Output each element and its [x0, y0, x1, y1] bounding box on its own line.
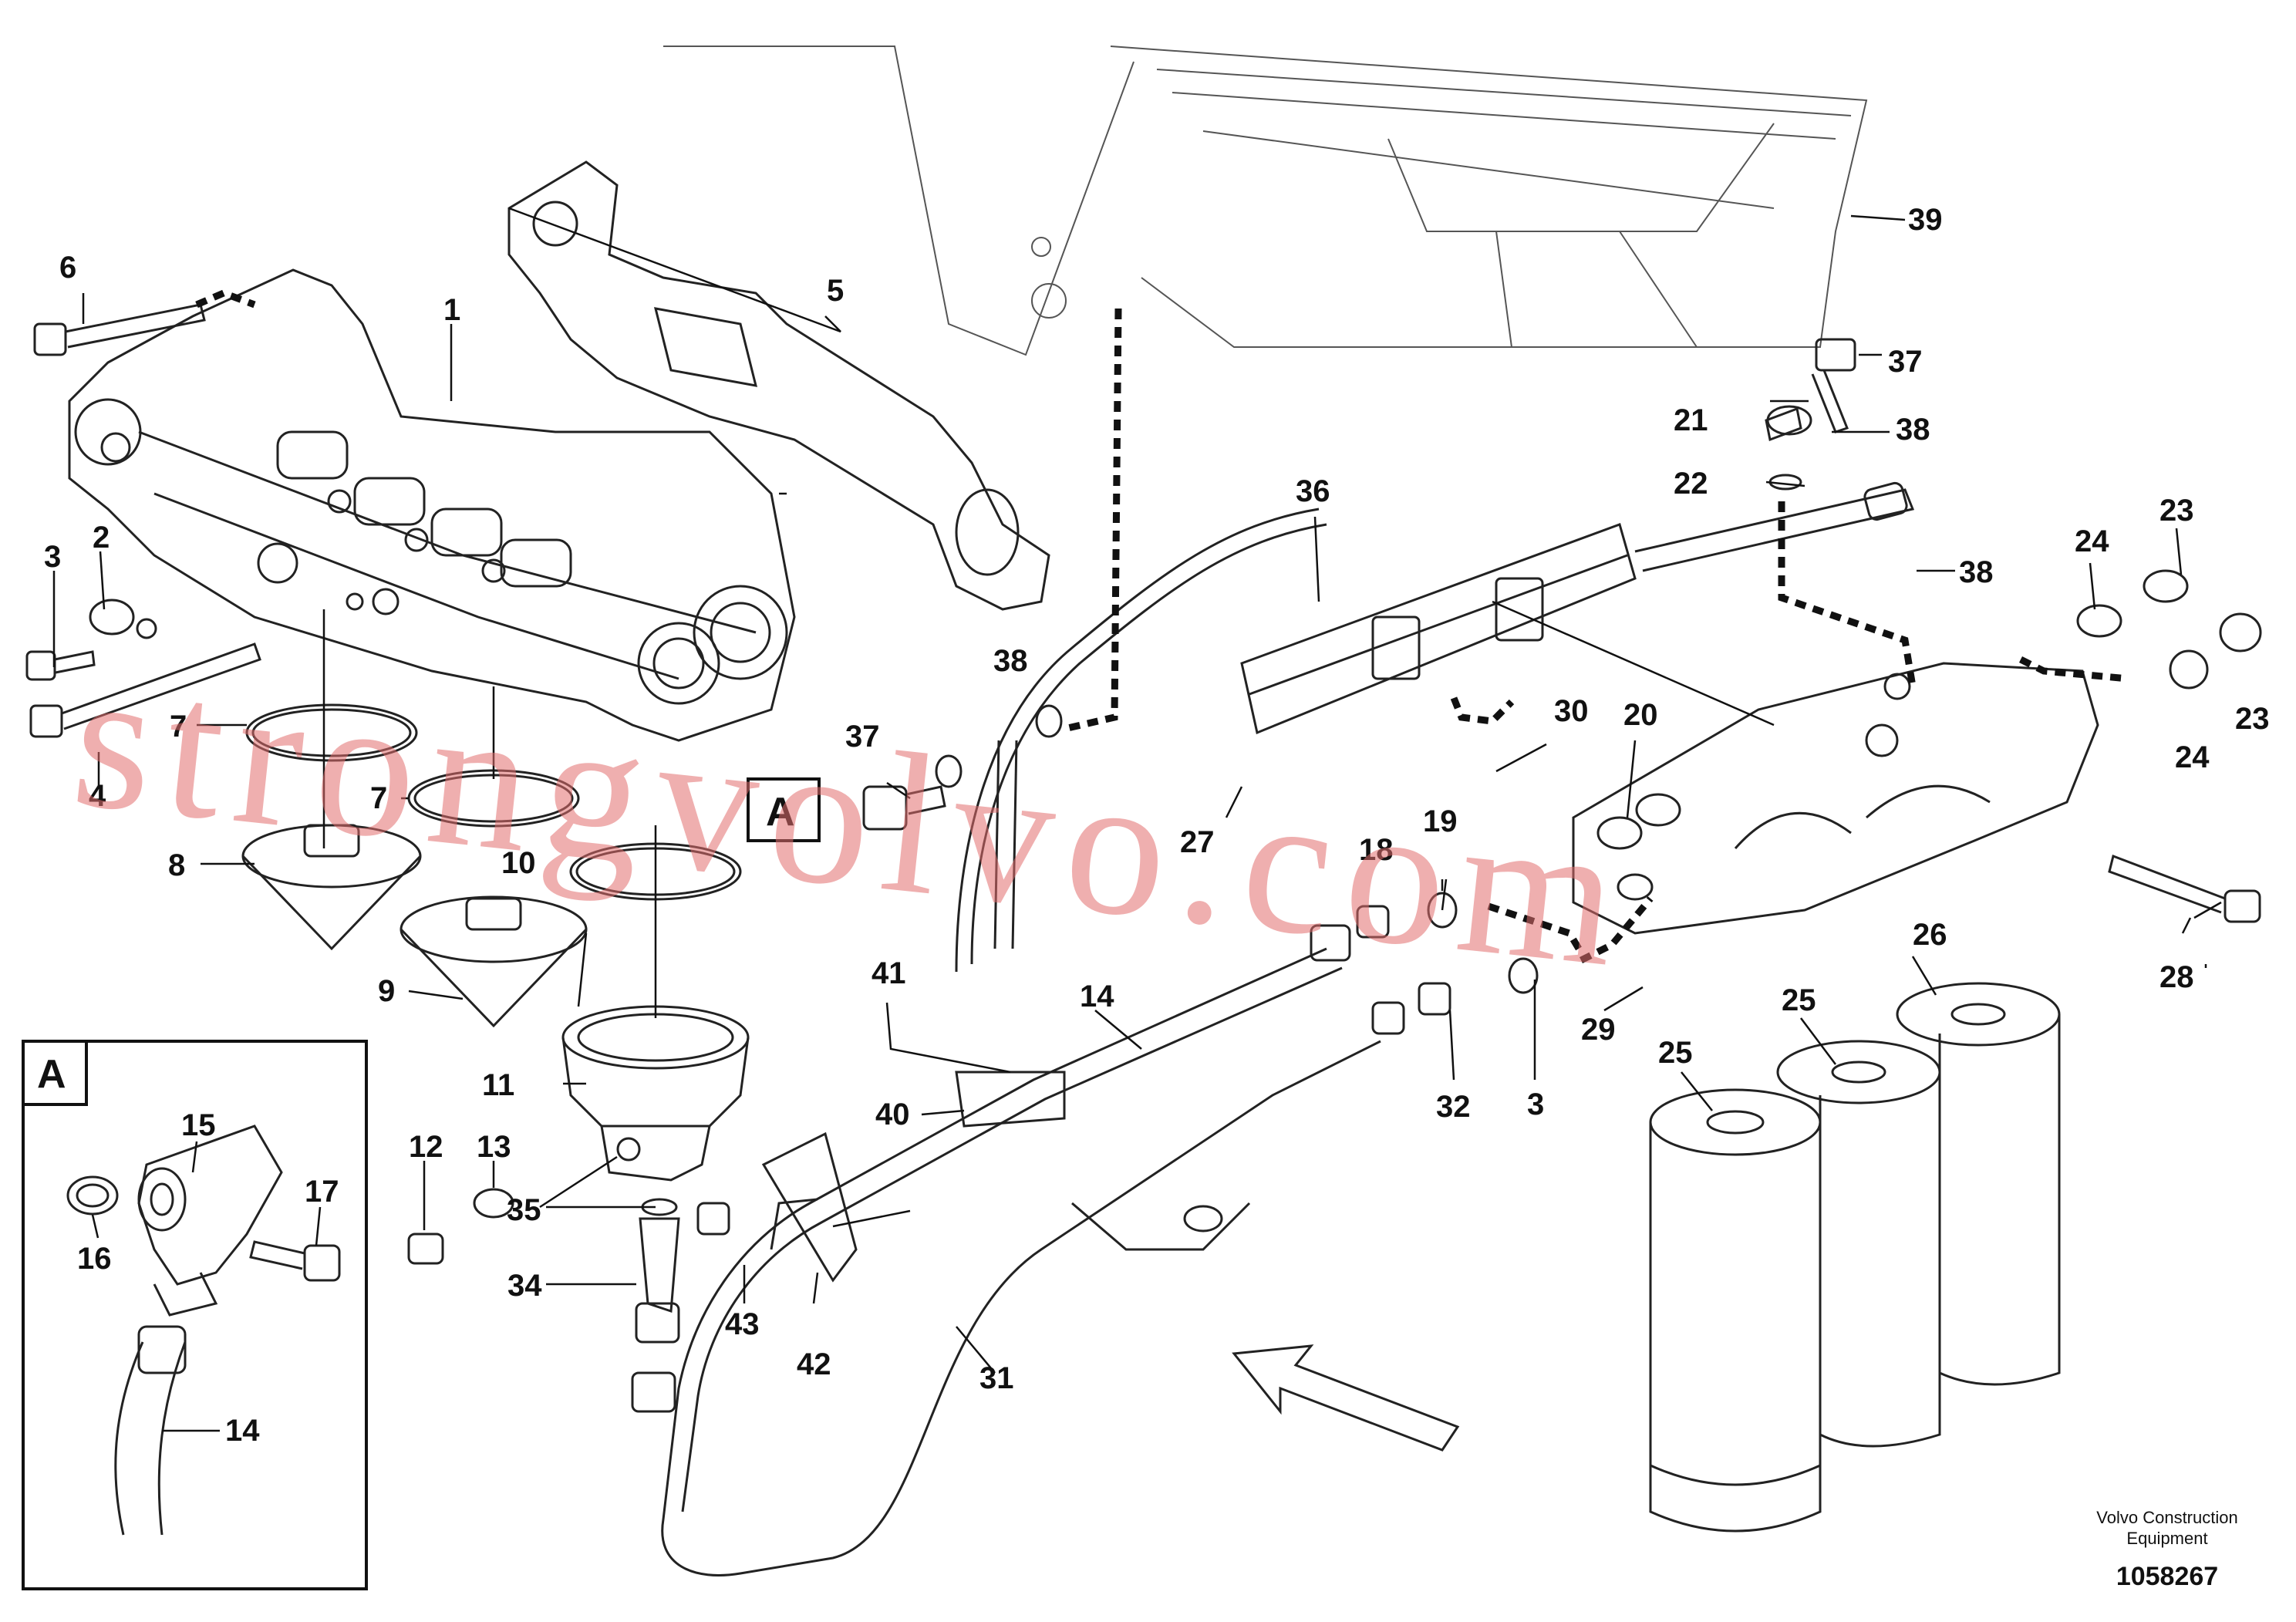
dashed-connectors: [195, 289, 2129, 964]
callout: 32: [1436, 1090, 1471, 1124]
callout: 37: [1888, 345, 1923, 379]
callout: 22: [1674, 467, 1708, 501]
callout: 8: [168, 848, 185, 882]
callout: 13: [477, 1130, 511, 1164]
callout: 16: [77, 1242, 112, 1276]
callout: 39: [1908, 203, 1943, 237]
callout: 29: [1581, 1013, 1616, 1047]
callout: 7: [170, 710, 187, 744]
callout: 2: [93, 521, 110, 555]
callout: 30: [1554, 694, 1589, 728]
callout: 25: [1782, 983, 1816, 1017]
upper-right-small-parts: [1765, 338, 2262, 923]
callout: 38: [993, 644, 1028, 678]
callout: 27: [1180, 825, 1215, 859]
callout: 7: [370, 781, 387, 815]
callout: 11: [482, 1068, 514, 1102]
hose-31-and-fittings: [631, 892, 1539, 1576]
callout: 14: [1080, 980, 1114, 1013]
leader-lines: [52, 207, 2222, 1374]
callout: 4: [89, 779, 106, 813]
title-block: Volvo Construction Equipment 1058267: [2096, 1508, 2237, 1591]
callout: 26: [1913, 918, 1947, 952]
callout: 25: [1658, 1036, 1693, 1070]
callout: 3: [1527, 1088, 1544, 1121]
callout: 3: [44, 540, 61, 574]
callout: 15: [181, 1108, 216, 1142]
callout: 21: [1674, 403, 1708, 437]
callout-labels: 6 1 5 39 37 21 38 22 36 23 24 3 2 38 38 …: [44, 203, 2270, 1448]
callout: 14: [225, 1414, 260, 1448]
callout: 37: [845, 720, 880, 754]
detail-title: A: [37, 1052, 66, 1097]
callout: 35: [507, 1193, 541, 1227]
detail-a-inset: [22, 1040, 368, 1590]
callout: 24: [2175, 740, 2210, 774]
callout: 23: [2235, 702, 2270, 736]
callout: 31: [979, 1361, 1014, 1395]
watermark: strongvolvo.com: [64, 626, 1640, 1010]
part-8-9-cones: [241, 824, 588, 1028]
callout: 34: [507, 1269, 542, 1303]
callout: 1: [443, 293, 460, 327]
callout: 18: [1359, 833, 1394, 867]
callout: 19: [1423, 804, 1458, 838]
brand-line-1: Volvo Construction: [2096, 1508, 2237, 1527]
callout: 38: [1959, 555, 1994, 589]
callout: 9: [378, 974, 395, 1008]
callout: 10: [501, 846, 536, 880]
callout: 28: [2159, 960, 2194, 994]
left-bolts: [25, 303, 1063, 1265]
drawing-number: 1058267: [2116, 1562, 2218, 1591]
callout: 23: [2159, 494, 2194, 528]
brand-line-2: Equipment: [2126, 1529, 2207, 1548]
view-marker-label: A: [766, 790, 795, 835]
callout: 42: [797, 1347, 831, 1381]
callout: 40: [875, 1098, 910, 1131]
callout: 41: [872, 956, 906, 990]
callout: 12: [409, 1130, 443, 1164]
part-11-bowl: [561, 1005, 750, 1182]
callout: 38: [1896, 413, 1930, 447]
callout: 17: [305, 1175, 339, 1209]
callout: 24: [2075, 524, 2109, 558]
engine-block-oil-pan: [663, 46, 1868, 356]
callout: 43: [725, 1307, 760, 1341]
filter-cartridges: [1649, 982, 2061, 1533]
hose-36-and-bracket-27: [955, 481, 1915, 973]
part-5-gasket: [507, 160, 1050, 611]
callout: 5: [827, 274, 844, 308]
callout: 6: [59, 251, 76, 285]
part-20-filter-head: [1572, 662, 2099, 935]
callout: 20: [1623, 698, 1658, 732]
callout: 36: [1296, 474, 1330, 508]
view-marker-a: A: [747, 777, 821, 842]
part-1-valve-housing: [68, 268, 796, 742]
direction-arrow: [1232, 1344, 1460, 1452]
